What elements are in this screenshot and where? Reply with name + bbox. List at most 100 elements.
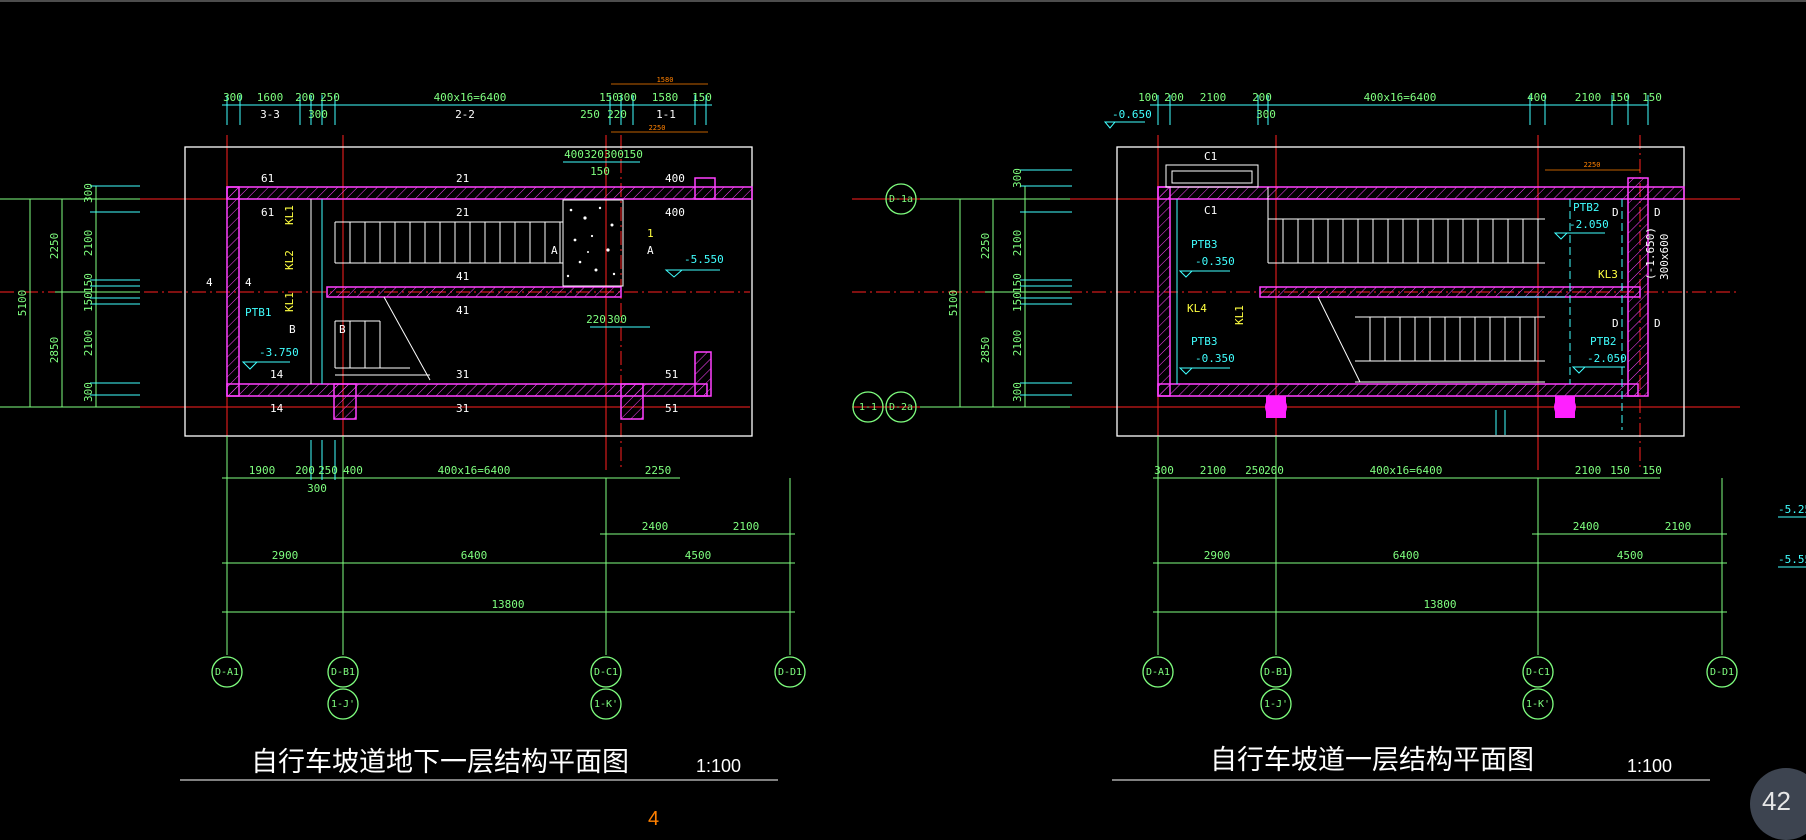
dim-bottom: 300 bbox=[1154, 464, 1174, 477]
grid-bubble[interactable]: D-1a bbox=[889, 194, 913, 205]
grid-bubble[interactable]: D-D1 bbox=[778, 667, 802, 678]
grid-bubble[interactable]: 1-K' bbox=[594, 699, 618, 710]
opening-c1: C1 bbox=[1204, 150, 1217, 163]
slab-ptb3: PTB3 bbox=[1191, 335, 1218, 348]
elevation-mark: -0.350 bbox=[1195, 352, 1235, 365]
dim-top: 250 bbox=[580, 108, 600, 121]
dim-bottom: 200 bbox=[1264, 464, 1284, 477]
dim-left: 150 bbox=[82, 273, 95, 293]
dim-bottom: 250 bbox=[1245, 464, 1265, 477]
grid-bubble[interactable]: D-C1 bbox=[594, 667, 618, 678]
dim-bottom: 200 bbox=[295, 464, 315, 477]
zoom-indicator[interactable]: 42 bbox=[1750, 768, 1806, 840]
dim-total: 13800 bbox=[1423, 598, 1456, 611]
dim-top: 150 bbox=[1610, 91, 1630, 104]
dim-left: 2850 bbox=[979, 337, 992, 364]
beam-elevation: (-1.650) bbox=[1644, 227, 1657, 280]
dim-top: 200 bbox=[295, 91, 315, 104]
elevation-mark: -5.550 bbox=[684, 253, 724, 266]
dim-row3: 4500 bbox=[685, 549, 712, 562]
section-mark: A bbox=[647, 244, 654, 257]
grid-bubble[interactable]: D-2a bbox=[889, 402, 913, 413]
plan-basement: 1580 2250 300 1600 200 250 400x16=6400 1… bbox=[0, 76, 806, 825]
dim-top: 400x16=6400 bbox=[434, 91, 507, 104]
grid-bubble[interactable]: 1-K' bbox=[1526, 699, 1550, 710]
dim-top: 300 bbox=[308, 108, 328, 121]
elevation-mark: -2.050 bbox=[1587, 352, 1627, 365]
grid-bubble[interactable]: D-D1 bbox=[1710, 667, 1734, 678]
section-mark: D bbox=[1612, 317, 1619, 330]
dim-top: 150 bbox=[692, 91, 712, 104]
beam-kl4: KL4 bbox=[1187, 302, 1207, 315]
beam-kl1: KL1 bbox=[283, 292, 296, 312]
zoom-value: 42 bbox=[1762, 786, 1791, 816]
dim-bottom: 400 bbox=[343, 464, 363, 477]
dim-left: 150 bbox=[1011, 273, 1024, 293]
dim: 400 bbox=[564, 148, 584, 161]
elevation-mark: -0.350 bbox=[1195, 255, 1235, 268]
grid-bubble[interactable]: D-A1 bbox=[1146, 667, 1170, 678]
section-1-1: 1-1 bbox=[656, 108, 676, 121]
dim-left: 2850 bbox=[48, 337, 61, 364]
dim-top: 1580 bbox=[652, 91, 679, 104]
beam-label: 41 bbox=[456, 270, 469, 283]
dim-left: 2100 bbox=[1011, 230, 1024, 257]
dim-2250: 2250 bbox=[649, 124, 666, 132]
beam-label: 21 bbox=[456, 206, 469, 219]
plan-scale: 1:100 bbox=[696, 756, 741, 776]
dim-left: 300 bbox=[82, 382, 95, 402]
dim-top: 2100 bbox=[1200, 91, 1227, 104]
beam-label: 61 bbox=[261, 206, 274, 219]
beam-label: 61 bbox=[261, 172, 274, 185]
slab-ptb1: PTB1 bbox=[245, 306, 272, 319]
dim-top: 150 bbox=[599, 91, 619, 104]
beam-kl2: KL2 bbox=[283, 250, 296, 270]
dim-top: 300 bbox=[223, 91, 243, 104]
beam-label: 21 bbox=[456, 172, 469, 185]
dim-bottom: 150 bbox=[1642, 464, 1662, 477]
dim-row3: 2900 bbox=[1204, 549, 1231, 562]
dim-bottom: 150 bbox=[1610, 464, 1630, 477]
section-mark: 4 bbox=[245, 276, 252, 289]
slab-ptb3: PTB3 bbox=[1191, 238, 1218, 251]
grid-bubble[interactable]: D-A1 bbox=[215, 667, 239, 678]
grid-bubble[interactable]: 1-1 bbox=[859, 402, 877, 413]
grid-bubble[interactable]: D-C1 bbox=[1526, 667, 1550, 678]
beam-kl1: KL1 bbox=[283, 205, 296, 225]
svg-text:1580: 1580 bbox=[657, 76, 674, 84]
beam-label: 14 bbox=[270, 368, 284, 381]
section-mark: D bbox=[1654, 317, 1661, 330]
dim-bottom: 400x16=6400 bbox=[438, 464, 511, 477]
dim-bottom: 2100 bbox=[1200, 464, 1227, 477]
dim-top: 400 bbox=[1527, 91, 1547, 104]
dim-row2: 2100 bbox=[1665, 520, 1692, 533]
dim-top: 250 bbox=[320, 91, 340, 104]
dim-row2: 2400 bbox=[1573, 520, 1600, 533]
dim-left: 150 bbox=[82, 292, 95, 312]
dim-row2: 2400 bbox=[642, 520, 669, 533]
dim-left: 150 bbox=[1011, 292, 1024, 312]
grid-bubble[interactable]: 1-J' bbox=[1264, 699, 1288, 710]
grid-bubble[interactable]: 1-J' bbox=[331, 699, 355, 710]
section-mark: 4 bbox=[206, 276, 213, 289]
dim-2250: 2250 bbox=[1584, 161, 1601, 169]
dim-top: 220 bbox=[607, 108, 627, 121]
slab-ptb2: PTB2 bbox=[1573, 201, 1600, 214]
elevation-mark: -5.250 bbox=[1778, 503, 1806, 516]
dim-left: 5100 bbox=[947, 290, 960, 317]
dim: 320 bbox=[584, 148, 604, 161]
dim-left: 300 bbox=[1011, 168, 1024, 188]
grid-bubble[interactable]: D-B1 bbox=[331, 667, 355, 678]
beam-label: 51 bbox=[665, 368, 678, 381]
dim-top: 100 bbox=[1138, 91, 1158, 104]
grid-bubble[interactable]: D-B1 bbox=[1264, 667, 1288, 678]
dim-bottom: 1900 bbox=[249, 464, 276, 477]
beam-label: 400 bbox=[665, 206, 685, 219]
beam-label: 400 bbox=[665, 172, 685, 185]
dim-row2: 2100 bbox=[733, 520, 760, 533]
beam-kl3: KL3 bbox=[1598, 268, 1618, 281]
beam-label: 51 bbox=[665, 402, 678, 415]
section-mark: D bbox=[1612, 206, 1619, 219]
beam-label: 31 bbox=[456, 368, 469, 381]
